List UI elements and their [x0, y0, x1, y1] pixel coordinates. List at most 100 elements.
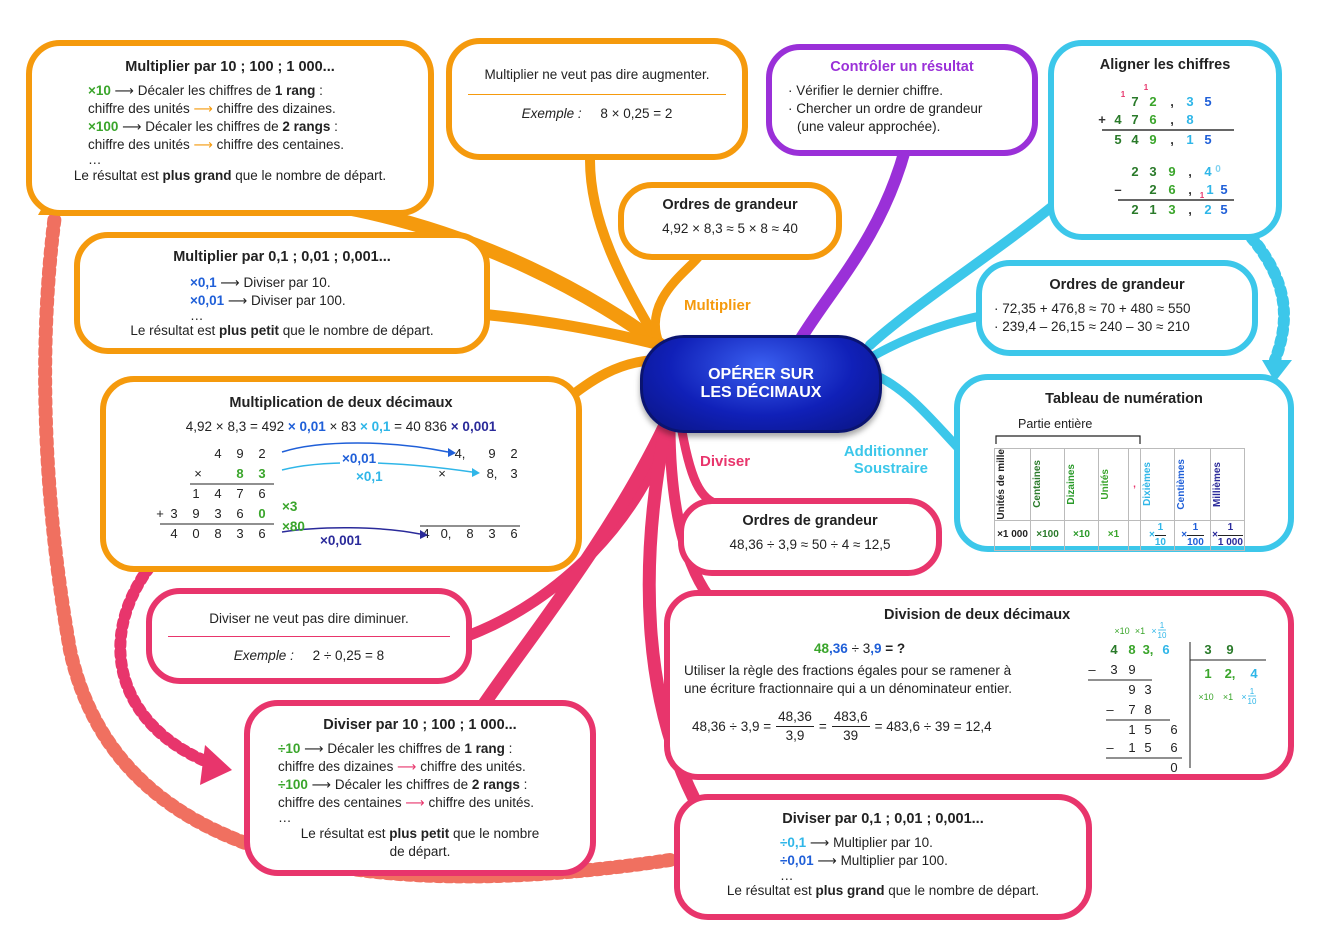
label-x3: ×3 — [282, 499, 298, 514]
card-title: Diviser par 10 ; 100 ; 1 000... — [323, 717, 517, 733]
ellipsis: … — [88, 152, 102, 168]
card-multiplier-par-01: Multiplier par 0,1 ; 0,01 ; 0,001... ×0,… — [74, 232, 490, 354]
ellipsis: … — [278, 810, 292, 826]
note-text: Diviser ne veut pas dire diminuer. — [209, 611, 409, 626]
op-div01: ÷0,1 — [780, 834, 807, 850]
svg-text:2: 2 — [1149, 94, 1156, 109]
table-subtitle: Partie entière — [1018, 417, 1093, 431]
card-tableau-numeration: Tableau de numération Partie entière Uni… — [954, 374, 1294, 552]
text-bold: 2 rangs — [471, 777, 520, 792]
svg-text:3: 3 — [488, 526, 495, 541]
col-header: Unités de mille — [994, 448, 1031, 521]
text: Décaler les chiffres de — [331, 777, 472, 792]
svg-text:+: + — [1098, 112, 1106, 127]
svg-text:,: , — [1170, 132, 1174, 147]
text: Utiliser la règle des fractions égales p… — [684, 662, 1012, 678]
card-title: Diviser par 0,1 ; 0,01 ; 0,001... — [782, 811, 984, 827]
svg-text:1: 1 — [1206, 182, 1213, 197]
svg-text:9: 9 — [488, 446, 495, 461]
svg-text:3: 3 — [1168, 202, 1175, 217]
svg-text:,: , — [1170, 94, 1174, 109]
card-title: Contrôler un résultat — [830, 59, 974, 75]
svg-text:9: 9 — [1149, 132, 1156, 147]
arrow-icon: ⟶ — [114, 82, 135, 98]
branch-label-multiplier: Multiplier — [684, 297, 751, 314]
card-title: Tableau de numération — [1045, 391, 1203, 407]
svg-text:2: 2 — [1131, 202, 1138, 217]
svg-text:4: 4 — [422, 526, 429, 541]
arrow-icon: ⟶ — [220, 274, 240, 290]
card-title: Multiplier par 10 ; 100 ; 1 000... — [125, 59, 335, 75]
arrow-icon: ⟶ — [817, 852, 837, 868]
text: une écriture fractionnaire qui a un déno… — [684, 681, 1012, 696]
svg-text:5: 5 — [1204, 94, 1211, 109]
note-text: Multiplier ne veut pas dire augmenter. — [484, 67, 710, 82]
svg-text:9: 9 — [1168, 164, 1175, 179]
svg-text:7: 7 — [236, 486, 243, 501]
svg-text:6: 6 — [258, 526, 265, 541]
svg-text:7: 7 — [1131, 94, 1138, 109]
brace — [995, 435, 1141, 444]
q-part: = ? — [881, 640, 906, 656]
text: Le résultat est — [73, 167, 163, 183]
text: que le nombre de départ. — [278, 323, 434, 339]
svg-text:–: – — [1106, 702, 1114, 717]
card-title: Ordres de grandeur — [662, 197, 798, 213]
text: que le nombre — [449, 825, 540, 841]
svg-text:2: 2 — [1149, 182, 1156, 197]
estimate-line: 239,4 – 26,15 ≈ 240 – 30 ≈ 210 — [1002, 318, 1190, 334]
svg-text:×1: ×1 — [1223, 692, 1233, 702]
text: chiffre des unités. — [416, 758, 526, 774]
svg-text:3: 3 — [1204, 642, 1211, 657]
svg-text:3: 3 — [236, 526, 243, 541]
svg-text:4,: 4, — [455, 446, 466, 461]
card-multiplier-par-10: Multiplier par 10 ; 100 ; 1 000... ×10 ⟶… — [26, 40, 434, 216]
divider — [468, 94, 726, 96]
svg-text:3: 3 — [258, 466, 265, 481]
text: Multiplier par 100. — [836, 852, 948, 868]
svg-text:9: 9 — [1226, 642, 1233, 657]
numerator: 483,6 — [831, 708, 870, 728]
svg-text:1: 1 — [1160, 621, 1165, 630]
text-bold: 2 rangs — [282, 119, 331, 134]
label-x01: ×0,1 — [354, 468, 385, 487]
text: × 83 — [325, 418, 360, 434]
card-diviser-par-10: Diviser par 10 ; 100 ; 1 000... ÷10 ⟶ Dé… — [244, 700, 596, 876]
svg-text:5: 5 — [1144, 722, 1151, 737]
svg-text:4: 4 — [1110, 642, 1118, 657]
svg-text:3: 3 — [1186, 94, 1193, 109]
svg-text:9: 9 — [1128, 662, 1135, 677]
svg-text:0: 0 — [192, 526, 199, 541]
svg-text:,: , — [1188, 202, 1192, 217]
estimate-value: 4,92 × 8,3 ≈ 5 × 8 ≈ 40 — [662, 220, 798, 236]
divider — [168, 636, 450, 638]
branch-label-soustraire-line2: Soustraire — [853, 460, 928, 477]
text: que le nombre de départ. — [231, 167, 387, 183]
svg-text:6: 6 — [1170, 740, 1177, 755]
text-bold: plus petit — [389, 825, 450, 841]
estimate-line: 72,35 + 476,8 ≈ 70 + 480 ≈ 550 — [1002, 300, 1191, 316]
op: × 0,001 — [450, 418, 497, 434]
text: Décaler les chiffres de — [141, 119, 283, 134]
card-title: Division de deux décimaux — [884, 607, 1071, 623]
op: × 0,1 — [359, 418, 391, 434]
card-multiplication-decimaux: Multiplication de deux décimaux 4,92 × 8… — [100, 376, 582, 572]
arrow-icon: ⟶ — [193, 100, 213, 116]
svg-text:,: , — [1188, 164, 1192, 179]
op-div001: ÷0,01 — [780, 852, 814, 868]
svg-text:×: × — [1241, 692, 1246, 702]
bullet-text: Vérifier le dernier chiffre. — [796, 82, 944, 98]
svg-text:×: × — [194, 466, 202, 481]
card-ordres-grandeur-diviser: Ordres de grandeur 48,36 ÷ 3,9 ≈ 50 ÷ 4 … — [678, 498, 942, 576]
op-x01: ×0,1 — [190, 274, 217, 290]
svg-text:2: 2 — [510, 446, 517, 461]
svg-text:–: – — [1088, 662, 1096, 677]
svg-text:3: 3 — [1144, 682, 1151, 697]
equals: = — [818, 718, 827, 734]
card-controler-resultat: Contrôler un résultat · Vérifier le dern… — [766, 44, 1038, 156]
svg-text:9: 9 — [192, 506, 199, 521]
